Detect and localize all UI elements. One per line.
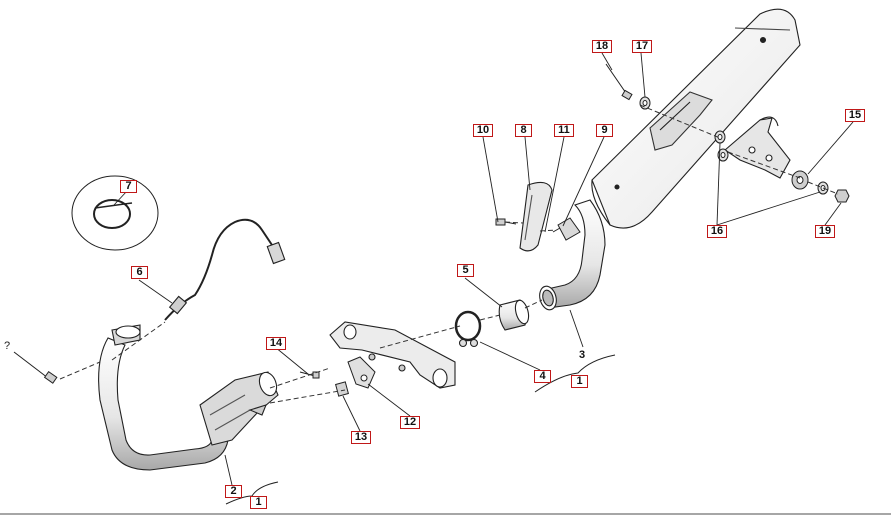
- washer-17: [639, 96, 651, 110]
- gasket-5: [498, 299, 530, 331]
- callout-8: 8: [515, 124, 532, 137]
- catalytic-converter: [199, 371, 279, 446]
- header-pipe: [98, 324, 229, 471]
- callout-10: 10: [473, 124, 493, 137]
- callout-13: 13: [351, 431, 371, 444]
- center-bracket: [329, 321, 456, 389]
- callout-4: 4: [534, 370, 551, 383]
- mounting-bolt-unknown: [13, 351, 58, 384]
- muffler-bracket: [724, 116, 791, 179]
- bracket-12: [347, 356, 376, 389]
- callout-17: 17: [632, 40, 652, 53]
- rubber-grommet-15: [791, 170, 809, 190]
- callout-5: 5: [457, 264, 474, 277]
- callout-14: 14: [266, 337, 286, 350]
- callout-15: 15: [845, 109, 865, 122]
- callout-6: 6: [131, 266, 148, 279]
- label-3: 3: [579, 349, 586, 361]
- pipe-clamp-4: [454, 310, 482, 348]
- heat-shield-guard: [519, 181, 553, 252]
- unknown-part-marker: ?: [4, 340, 11, 352]
- callout-11: 11: [554, 124, 574, 137]
- nut-19: [834, 189, 850, 203]
- guard-bracket-9: [552, 217, 581, 241]
- callout-7: 7: [120, 180, 137, 193]
- callout-1-mid: 1: [571, 375, 588, 388]
- washer-16a: [714, 130, 729, 162]
- callout-2: 2: [225, 485, 242, 498]
- oxygen-sensor-6: [164, 218, 286, 321]
- assembly-brace-1a: [534, 354, 616, 393]
- callout-9: 9: [596, 124, 613, 137]
- assembly-lines: [59, 104, 839, 404]
- hose-clamp-detail-7: [71, 175, 159, 251]
- muffler-inlet-pipe: [539, 199, 606, 311]
- spacer-13: [335, 381, 349, 397]
- bolt-18: [605, 63, 633, 101]
- callout-16: 16: [707, 225, 727, 238]
- callout-12: 12: [400, 416, 420, 429]
- muffler: [591, 8, 801, 229]
- callout-18: 18: [592, 40, 612, 53]
- leader-lines: [113, 52, 854, 486]
- callout-19: 19: [815, 225, 835, 238]
- callout-1-bottom: 1: [250, 496, 267, 509]
